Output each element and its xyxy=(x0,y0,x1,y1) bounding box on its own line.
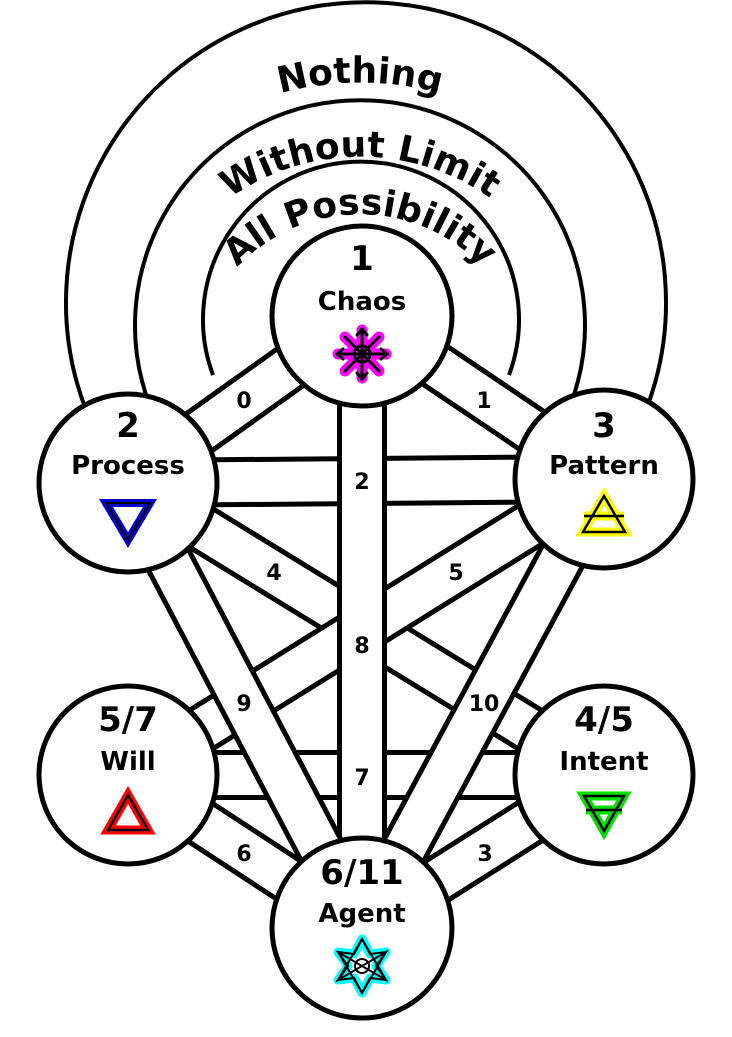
path-labels: 0 1 2 3 4 5 6 7 8 9 10 xyxy=(236,389,499,867)
ring-without-limit xyxy=(133,98,587,407)
node-circle-chaos xyxy=(269,223,455,409)
node-circle-process xyxy=(36,391,220,575)
path-label-0: 0 xyxy=(236,389,251,414)
path-label-5: 5 xyxy=(448,561,463,586)
node-name-will: Will xyxy=(100,747,155,777)
node-name-process: Process xyxy=(71,451,185,481)
node-layer xyxy=(36,223,696,1021)
unicursal-hexagram-icon xyxy=(333,934,391,998)
path-label-8: 8 xyxy=(354,634,369,659)
path-label-9: 9 xyxy=(236,692,251,717)
path-label-4: 4 xyxy=(266,561,281,586)
chaos-star-core xyxy=(334,326,390,382)
node-name-chaos: Chaos xyxy=(318,287,406,317)
path-label-2: 2 xyxy=(354,470,369,495)
path-label-7: 7 xyxy=(354,766,369,791)
ring-all-possibility xyxy=(201,159,521,376)
up-triangle-bar-icon xyxy=(575,487,633,537)
node-name-pattern: Pattern xyxy=(549,451,659,481)
path-label-10: 10 xyxy=(469,692,500,717)
node-circle-intent xyxy=(512,683,696,867)
node-number-pattern: 3 xyxy=(592,406,616,446)
node-circle-pattern xyxy=(512,387,696,571)
path-label-1: 1 xyxy=(476,389,491,414)
node-number-will: 5/7 xyxy=(98,700,158,740)
node-circle-agent xyxy=(269,835,455,1021)
path-label-6: 6 xyxy=(236,842,251,867)
node-circle-will xyxy=(36,683,220,867)
node-texts: 1 Chaos 2 Process 3 Pattern 5/7 Will 4/5… xyxy=(71,239,659,929)
ring-nothing xyxy=(64,0,668,411)
chaos-star-icon xyxy=(332,324,392,384)
node-number-agent: 6/11 xyxy=(320,853,403,893)
node-number-intent: 4/5 xyxy=(574,700,634,740)
node-number-chaos: 1 xyxy=(350,239,374,279)
node-name-agent: Agent xyxy=(318,899,405,929)
ring-label-nothing: Nothing xyxy=(273,50,447,101)
path-label-3: 3 xyxy=(477,842,492,867)
down-triangle-bar-icon xyxy=(576,791,632,841)
down-triangle-icon xyxy=(98,499,158,548)
node-number-process: 2 xyxy=(116,406,140,446)
ring-label-without-limit: Without Limit xyxy=(213,124,508,205)
node-name-intent: Intent xyxy=(559,747,648,777)
rings xyxy=(64,0,668,411)
up-triangle-icon xyxy=(100,785,156,835)
